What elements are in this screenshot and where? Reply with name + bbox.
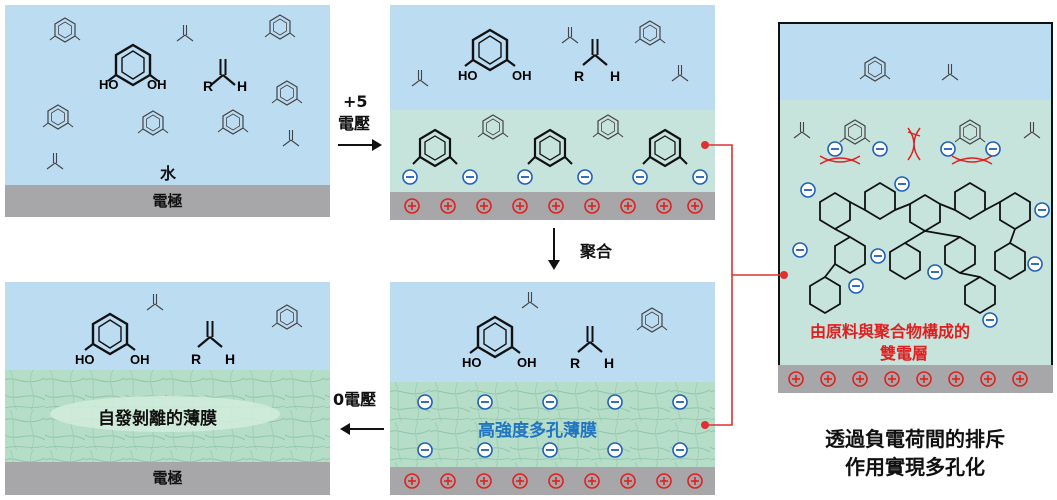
aldehyde-r-label: R [570,355,580,371]
hydroxyl-label: OH [130,352,150,367]
aldehyde-small [1023,121,1041,139]
peeled-film-label: 自發剝離的薄膜 [98,409,217,429]
negative-charge [632,169,648,185]
aldehyde-small [176,24,194,42]
resorcinol-faded [477,114,509,140]
panel3-molecules: HO OH R H [462,291,668,371]
hydroxyl-label: HO [99,77,119,92]
resorcinol-small [954,119,986,145]
aldehyde-small [793,121,811,139]
hydroxyl-label: OH [517,355,537,370]
aldehyde-h-label: H [237,78,247,94]
aldehyde-large [209,57,237,87]
connector-lines [701,141,788,429]
resorcinol-faded [592,114,624,140]
resorcinol-anion [526,128,574,168]
aldehyde-small [561,26,579,44]
double-layer-label-line2: 雙電層 [880,344,929,363]
resorcinol-small [42,104,74,130]
hydroxyl-label: HO [458,68,478,83]
resorcinol-large [463,28,517,72]
aldehyde-small [146,293,164,311]
resorcinol-small [271,80,303,106]
aldehyde-small [671,64,689,82]
inset-positive-strip [778,365,1053,393]
resorcinol-small [634,20,666,46]
polymerize-label: 聚合 [580,242,613,261]
hydroxyl-label: HO [462,355,482,370]
aldehyde-small [282,129,300,147]
aldehyde-large [581,37,609,67]
caption-line1: 透過負電荷間的排斥 [825,427,1005,451]
resorcinol-small [264,14,296,40]
resorcinol-large [83,312,137,356]
panel3-film [390,382,715,467]
aldehyde-small [411,69,429,87]
electrode-label: 電極 [152,469,183,487]
negative-charge [517,169,533,185]
panel4-molecules: HO OH R H [75,293,303,367]
inset-positive-charges [788,371,1028,387]
hydroxyl-label: OH [147,77,167,92]
aldehyde-large [576,324,604,354]
electrode-label: 電極 [152,192,183,210]
hydroxyl-label: OH [512,68,532,83]
caption: 透過負電荷間的排斥 作用實現多孔化 [790,425,1040,481]
panel1-molecules: HO OH R H [42,14,303,170]
electrode-bar: 電極 [5,185,330,217]
water-label: 水 [160,164,177,183]
panel2-molecules: HO OH R H [402,20,708,185]
negative-charge [577,169,593,185]
zero-voltage-label: 0電壓 [333,390,377,409]
aldehyde-r-label: R [574,68,584,84]
resorcinol-small [636,307,668,333]
resorcinol-small [217,109,249,135]
panel4-film [5,370,330,462]
panel-monomer-solution [5,5,330,185]
resorcinol-small [271,304,303,330]
inset-water [780,24,1051,100]
resorcinol-anion [641,128,689,168]
resorcinol-small [137,110,169,136]
double-layer-label-line1: 由原料與聚合物構成的 [810,322,971,341]
electrode-bar: 電極 [5,462,330,495]
double-layer-region [390,110,715,192]
arrow-right [338,139,382,151]
aldehyde-large [196,319,224,349]
resorcinol-small [839,119,871,145]
arrow-left [340,423,384,435]
positive-charges-row [404,198,703,214]
aldehyde-h-label: H [225,351,235,367]
aldehyde-small [941,63,959,81]
aldehyde-h-label: H [604,355,614,371]
porous-film-label: 高強度多孔薄膜 [478,421,597,441]
caption-line2: 作用實現多孔化 [845,455,985,479]
voltage-label: 電壓 [338,114,371,133]
aldehyde-small [521,291,539,309]
voltage-plus5: +5 [343,92,368,111]
resorcinol-small [49,17,81,43]
arrow-down [548,228,560,270]
inset-molecules [792,56,1050,328]
resorcinol-anion [411,128,459,168]
aldehyde-small [46,152,64,170]
hydroxyl-label: HO [75,352,95,367]
positive-charges-row [404,473,703,489]
resorcinol-small [859,56,891,82]
aldehyde-r-label: R [203,78,213,94]
negative-charge [462,169,478,185]
aldehyde-h-label: H [610,68,620,84]
resorcinol-large [468,315,522,359]
negative-charge [402,169,418,185]
aldehyde-r-label: R [191,351,201,367]
